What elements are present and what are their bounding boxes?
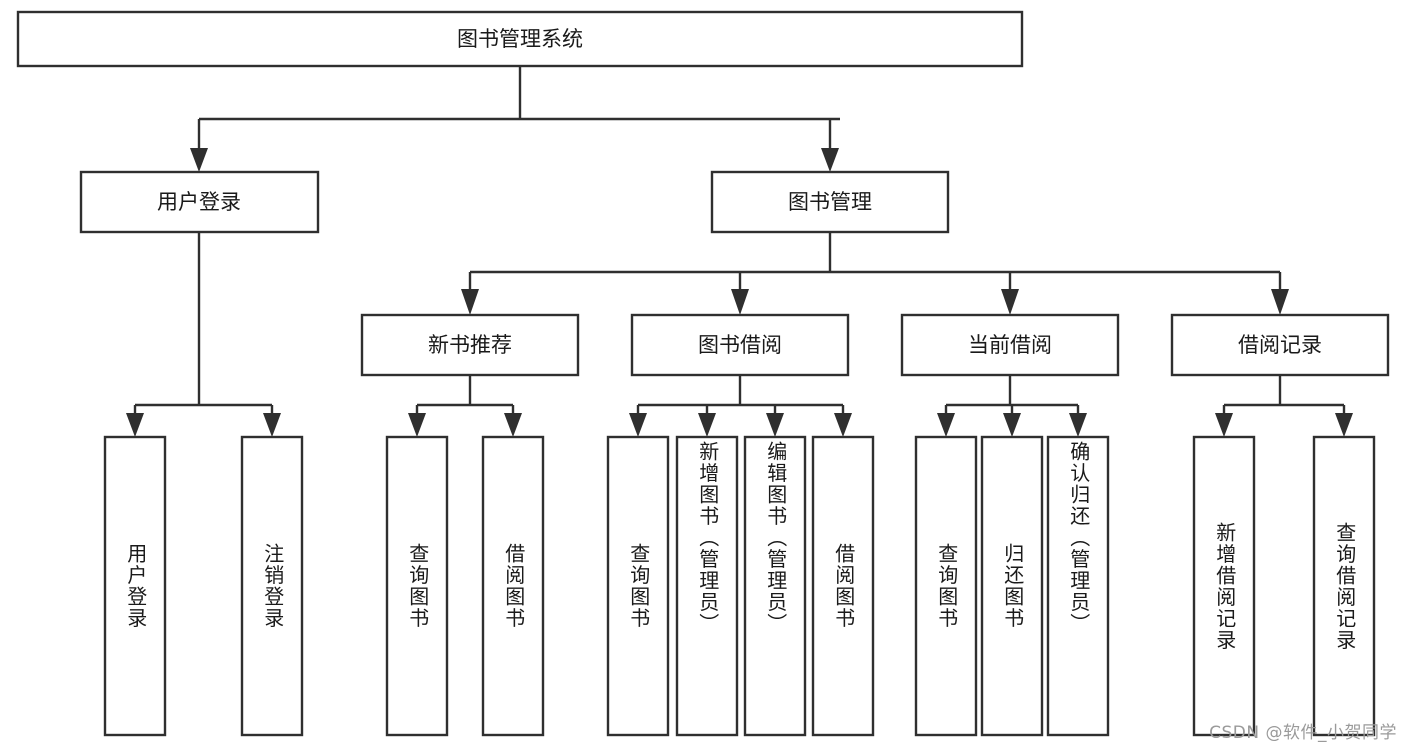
arrow-current-leaf-2 [1003, 413, 1021, 437]
node-borrow-record-box[interactable] [1170, 313, 1390, 377]
node-current-borrow-label: 当前借阅 [968, 333, 1052, 357]
node-user-login[interactable]: 用户登录 [79, 170, 320, 234]
arrow-newbook-leaf-1 [408, 413, 426, 437]
node-new-book-recommend-label: 新书推荐 [428, 333, 512, 357]
arrow-user-leaf-2 [263, 413, 281, 437]
node-new-book-recommend[interactable]: 新书推荐 [360, 313, 580, 377]
leaf-box-book-borrow-4[interactable] [811, 435, 875, 737]
arrow-bm-to-newbook [461, 289, 479, 315]
leaf-box-user-login-1[interactable] [103, 435, 167, 737]
node-borrow-record-label: 借阅记录 [1238, 333, 1322, 357]
leaf-box-book-borrow-2[interactable] [675, 435, 739, 737]
leaf-box-current-borrow-1[interactable] [914, 435, 978, 737]
csdn-watermark: CSDN @软件_小贺同学 [1209, 723, 1397, 743]
node-book-borrow[interactable]: 图书借阅 [630, 313, 850, 377]
leaf-box-current-borrow-2[interactable] [980, 435, 1044, 737]
arrow-borrow-leaf-3 [766, 413, 784, 437]
node-user-login-box[interactable] [79, 170, 320, 234]
arrow-bm-to-current [1001, 289, 1019, 315]
leaf-box-book-borrow-1[interactable] [606, 435, 670, 737]
leaf-boxes-layer [103, 435, 1376, 737]
arrow-bm-to-record [1271, 289, 1289, 315]
node-book-borrow-box[interactable] [630, 313, 850, 377]
node-current-borrow-box[interactable] [900, 313, 1120, 377]
leaf-box-user-login-2[interactable] [240, 435, 304, 737]
arrow-borrow-leaf-4 [834, 413, 852, 437]
leaf-box-new-book-2[interactable] [481, 435, 545, 737]
connector-layer [126, 66, 1353, 437]
arrow-borrow-leaf-2 [698, 413, 716, 437]
arrow-root-to-bookmgmt [821, 148, 839, 172]
node-current-borrow[interactable]: 当前借阅 [900, 313, 1120, 377]
leaf-box-book-borrow-3[interactable] [743, 435, 807, 737]
arrow-bm-to-borrow [731, 289, 749, 315]
node-root-label: 图书管理系统 [457, 27, 583, 51]
leaf-box-borrow-record-1[interactable] [1192, 435, 1256, 737]
node-borrow-record[interactable]: 借阅记录 [1170, 313, 1390, 377]
arrow-newbook-leaf-2 [504, 413, 522, 437]
arrow-current-leaf-3 [1069, 413, 1087, 437]
arrow-root-to-user [190, 148, 208, 172]
node-book-management-box[interactable] [710, 170, 950, 234]
arrow-user-leaf-1 [126, 413, 144, 437]
node-user-login-label: 用户登录 [157, 190, 241, 214]
node-book-management[interactable]: 图书管理 [710, 170, 950, 234]
arrow-record-leaf-1 [1215, 413, 1233, 437]
leaf-box-borrow-record-2[interactable] [1312, 435, 1376, 737]
node-root[interactable]: 图书管理系统 [16, 10, 1024, 68]
arrow-current-leaf-1 [937, 413, 955, 437]
arrow-borrow-leaf-1 [629, 413, 647, 437]
node-new-book-recommend-box[interactable] [360, 313, 580, 377]
node-book-management-label: 图书管理 [788, 190, 872, 214]
node-root-box[interactable] [16, 10, 1024, 68]
leaf-box-new-book-1[interactable] [385, 435, 449, 737]
node-book-borrow-label: 图书借阅 [698, 333, 782, 357]
leaf-box-current-borrow-3[interactable] [1046, 435, 1110, 737]
arrow-record-leaf-2 [1335, 413, 1353, 437]
